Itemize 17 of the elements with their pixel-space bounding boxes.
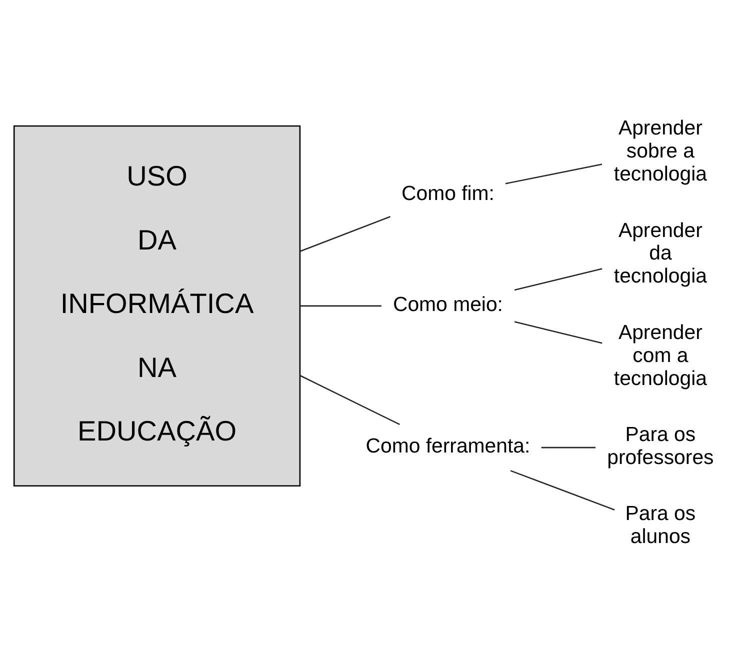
node-text: Aprender da tecnologia [613,220,706,288]
node-text: Como meio: [392,294,502,316]
node-box: USO DA INFORMÁTICA NA EDUCAÇÃO [12,125,300,486]
node-text: Para os professores [606,424,714,469]
node-text: Aprender com a tecnologia [613,322,706,390]
connector [299,216,390,252]
node-text: Para os alunos [624,503,696,548]
connector [504,164,602,184]
node-text: Como ferramenta: [365,435,530,458]
node-text: Aprender sobre a tecnologia [613,118,706,186]
connector [299,374,400,426]
connector [510,470,614,510]
connector [514,321,602,344]
connector [299,305,381,307]
node-text: Como fim: [400,182,494,205]
connector [540,446,595,448]
connector [514,268,602,291]
